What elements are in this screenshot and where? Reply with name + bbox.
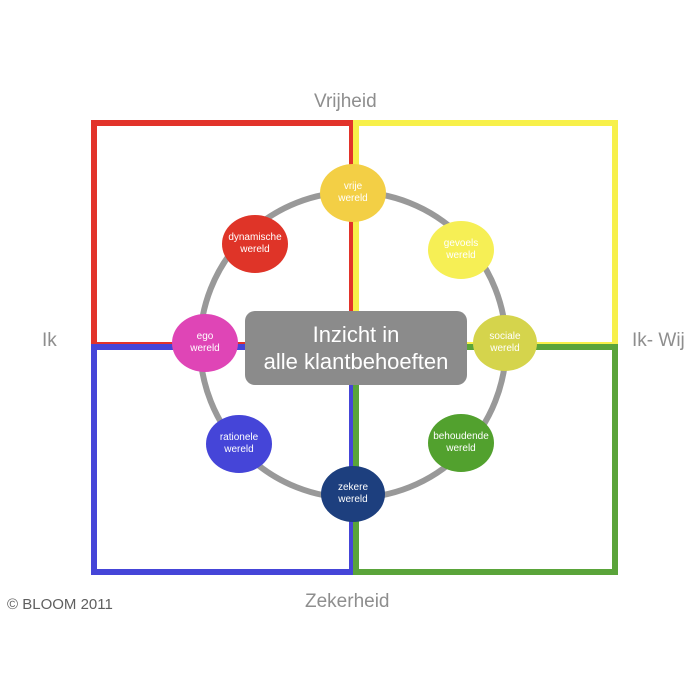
node-label-line2: wereld (240, 244, 270, 255)
node-label-line1: dynamische (228, 232, 282, 243)
axis-label-right: Ik- Wij (632, 330, 685, 351)
axis-label-top: Vrijheid (314, 91, 377, 112)
node-label-line2: wereld (190, 343, 220, 354)
node-zekere-wereld: zekere wereld (321, 466, 385, 522)
center-title-box: Inzicht in alle klantbehoeften (245, 311, 467, 385)
node-label-line2: wereld (490, 343, 520, 354)
axis-label-left: Ik (42, 330, 57, 351)
node-gevoels-wereld: gevoels wereld (428, 221, 494, 279)
node-label-line1: rationele (219, 432, 259, 443)
node-label-line2: wereld (446, 250, 476, 261)
node-label-line2: wereld (338, 494, 368, 505)
node-behoudende-wereld: behoudende wereld (428, 414, 494, 472)
node-ego-wereld: ego wereld (172, 314, 238, 372)
axis-label-bottom: Zekerheid (305, 591, 390, 612)
node-label-line1: sociale (489, 331, 521, 342)
node-label-line2: wereld (224, 444, 254, 455)
node-label-line1: zekere (337, 482, 368, 493)
node-label-line2: wereld (338, 193, 368, 204)
node-label-line1: ego (196, 331, 214, 342)
node-dynamische-wereld: dynamische wereld (222, 215, 288, 273)
node-label-line1: behoudende (433, 431, 489, 442)
copyright-text: © BLOOM 2011 (7, 596, 113, 613)
node-label-line2: wereld (446, 443, 476, 454)
node-sociale-wereld: sociale wereld (473, 315, 537, 371)
node-label-line1: gevoels (443, 238, 479, 249)
node-vrije-wereld: vrije wereld (320, 164, 386, 222)
node-label-line1: vrije (343, 181, 363, 192)
center-title-line2: alle klantbehoeften (263, 349, 449, 374)
center-title-line1: Inzicht in (312, 321, 400, 347)
node-rationele-wereld: rationele wereld (206, 415, 272, 473)
